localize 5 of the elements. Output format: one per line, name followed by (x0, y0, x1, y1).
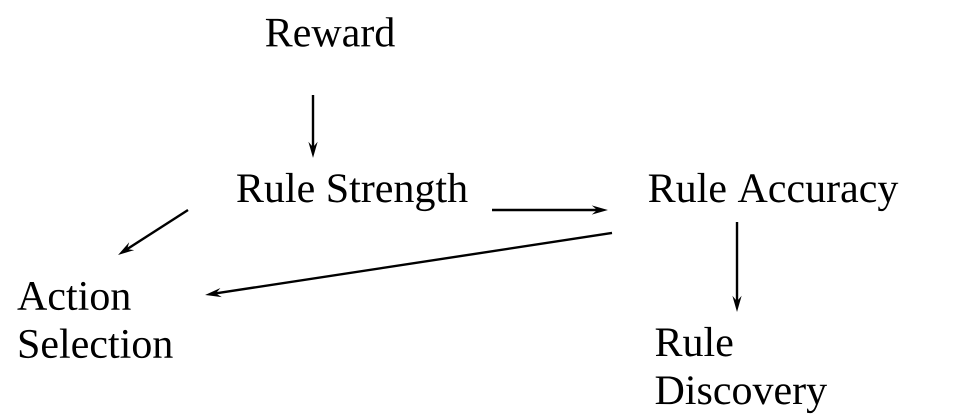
node-label: Rule Accuracy (648, 172, 898, 212)
node-label: Rule Discovery (656, 326, 827, 414)
node-label: Action Selection (17, 282, 173, 358)
node-label: Reward (266, 17, 395, 47)
node-label: Rule Strength (237, 172, 468, 212)
